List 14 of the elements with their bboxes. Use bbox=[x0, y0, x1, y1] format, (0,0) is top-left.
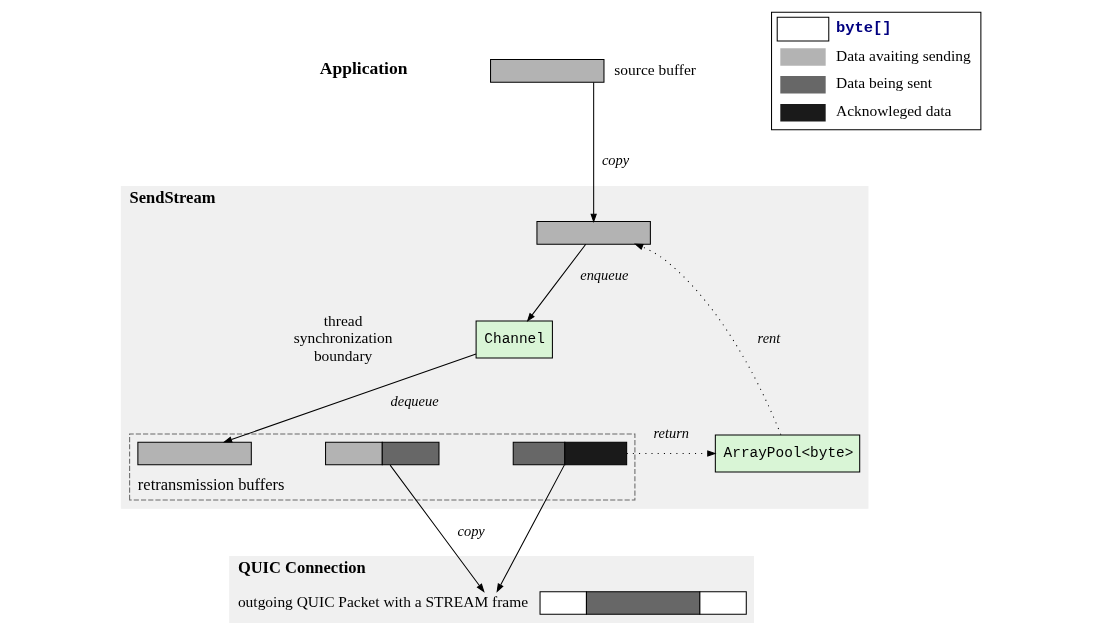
legend-label: Acknowleged data bbox=[835, 102, 951, 120]
edge-label: dequeue bbox=[390, 392, 439, 409]
legend-label: Data avaiting sending bbox=[835, 46, 971, 64]
edge-label: return bbox=[652, 424, 689, 441]
label: Application bbox=[319, 58, 407, 79]
edge-label: rent bbox=[757, 329, 780, 346]
edge-label: enqueue bbox=[579, 266, 628, 283]
edge-label: copy bbox=[457, 522, 485, 539]
legend-label: Data being sent bbox=[835, 74, 932, 92]
edge-label: copy bbox=[601, 152, 629, 169]
node-label: outgoing QUIC Packet with a STREAM frame bbox=[237, 592, 528, 610]
legend-label: byte[] bbox=[835, 18, 892, 37]
node-label: source buffer bbox=[613, 60, 696, 78]
label: thread synchronization boundary bbox=[293, 311, 392, 364]
